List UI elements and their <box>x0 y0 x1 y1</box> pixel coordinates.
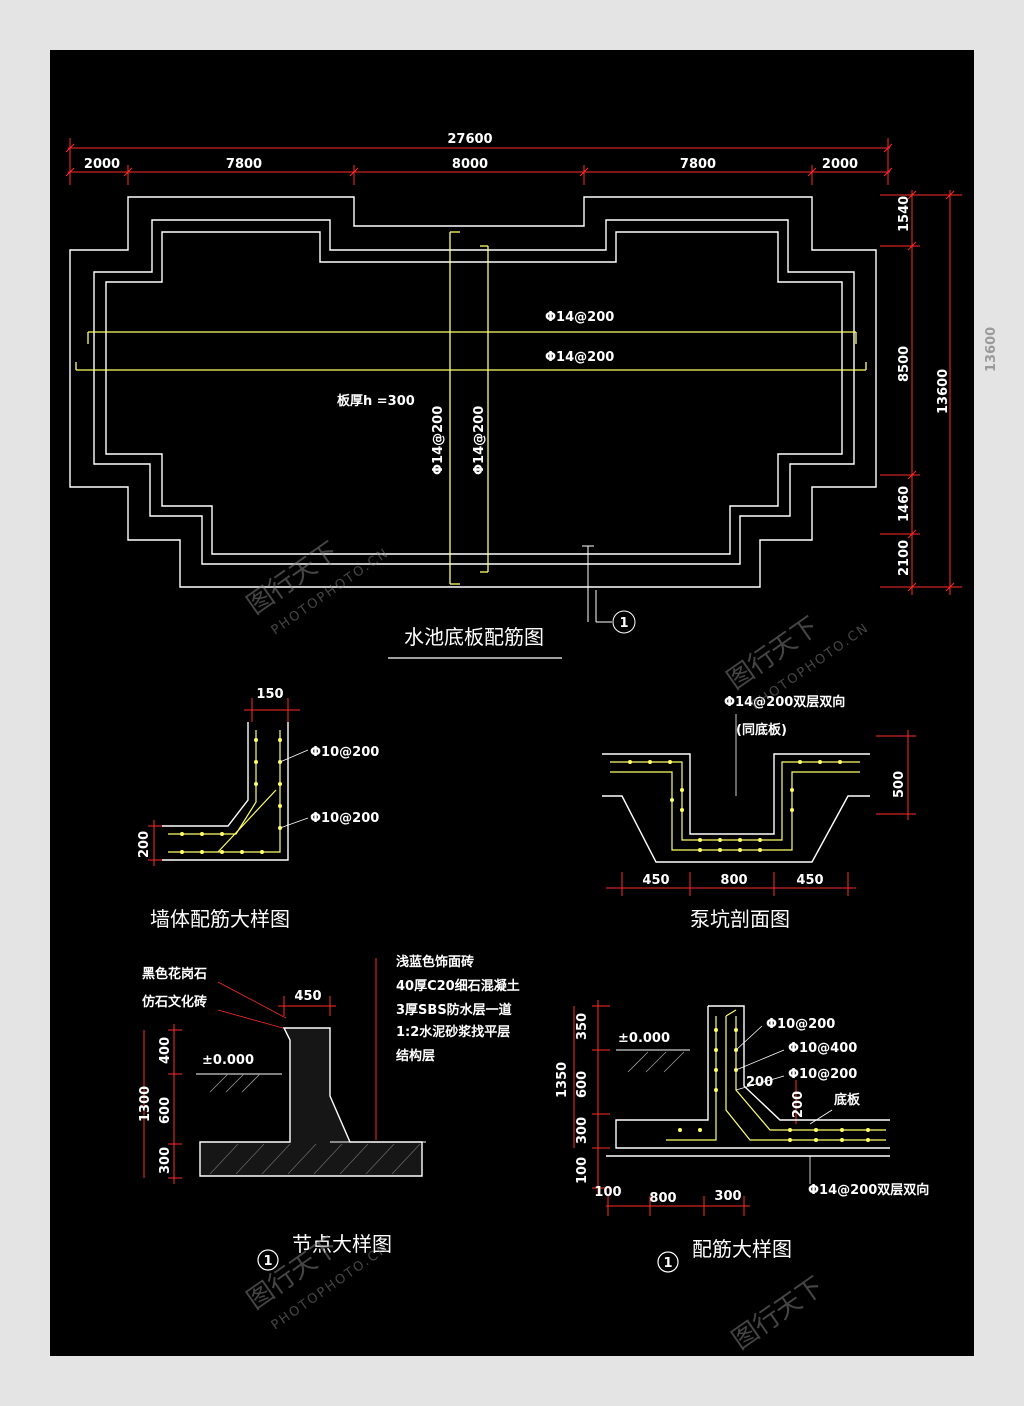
node-detail-title: 节点大样图 <box>292 1232 392 1256</box>
wall-outline <box>162 722 289 861</box>
pump-pit-section: Φ14@200双层双向 (同底板) 500 <box>602 694 916 931</box>
slab-thickness-note: 板厚h =300 <box>337 393 415 409</box>
cad-drawing: 27600 2000 7800 8000 7800 2000 Φ14@200 <box>65 132 962 1356</box>
pump-dims <box>606 730 916 896</box>
wall-rebar-label-2: Φ10@200 <box>310 811 379 826</box>
rebar-left-dim-2: 600 <box>575 1071 590 1098</box>
right-dim-4: 2100 <box>897 540 912 576</box>
rebar-label-1: Φ10@200 <box>766 1017 835 1032</box>
node-soil-hatch <box>209 1073 261 1093</box>
node-dims <box>143 996 336 1184</box>
rebar-dim-200b: 200 <box>791 1091 806 1118</box>
node-label-granite: 黑色花岗石 <box>142 966 207 982</box>
wall-rebar-lines <box>168 730 281 853</box>
node-mark-circle <box>257 1249 279 1271</box>
segment-dim-4: 7800 <box>680 157 716 172</box>
rebar-bottom-dim-2: 800 <box>649 1191 676 1206</box>
rebar-soil-hatch <box>627 1051 685 1073</box>
wall-rebar-dots <box>180 738 282 854</box>
node-layer-5: 结构层 <box>396 1048 435 1064</box>
drawing-sheet: 27600 2000 7800 8000 7800 2000 Φ14@200 <box>50 50 974 1356</box>
rebar-left-dim-4: 100 <box>575 1157 590 1184</box>
node-top-dim: 450 <box>294 989 321 1004</box>
node-layer-2: 40厚C20细石混凝土 <box>396 978 520 994</box>
rebar-label-v2: Φ14@200 <box>472 406 487 475</box>
segment-dim-3: 8000 <box>452 157 488 172</box>
pump-right-dim: 500 <box>892 771 907 798</box>
rebar-bottom-dim-3: 300 <box>714 1189 741 1204</box>
wall-detail-dims <box>148 698 300 866</box>
overall-width-dim: 27600 <box>447 132 492 147</box>
node-layer-4: 1:2水泥砂浆找平层 <box>396 1024 510 1040</box>
wall-leaders <box>279 749 309 829</box>
rebar-label-3: Φ10@200 <box>788 1067 857 1082</box>
wall-top-dim: 150 <box>256 687 283 702</box>
outside-height-text: 13600 <box>984 326 999 372</box>
segment-dim-2: 7800 <box>226 157 262 172</box>
pump-pit-outline <box>602 753 870 863</box>
outside-height-label: 13600 <box>984 327 999 372</box>
pump-rebar-dots <box>628 760 842 852</box>
rebar-mark-circle <box>657 1251 679 1273</box>
rebar-elevation: ±0.000 <box>618 1031 670 1046</box>
wall-left-dim: 200 <box>137 831 152 858</box>
rebar-detail-title: 配筋大样图 <box>692 1237 792 1261</box>
pump-bottom-dim-2: 800 <box>720 873 747 888</box>
node-section-hatch <box>209 1143 421 1175</box>
top-dimension-lines <box>65 138 893 185</box>
pump-rebar-lines <box>610 761 860 851</box>
overall-height-dim: 13600 <box>936 369 951 414</box>
segment-dim-5: 2000 <box>822 157 858 172</box>
node-left-dim-2: 600 <box>158 1097 173 1124</box>
wall-rebar-detail: 150 200 Φ10@200 Φ10@200 墙体配筋大样图 <box>137 687 379 931</box>
node-left-dim-1: 400 <box>158 1037 173 1064</box>
wall-rebar-label-1: Φ10@200 <box>310 745 379 760</box>
rebar-slab-label: 底板 <box>834 1092 861 1108</box>
rebar-detail-dots <box>678 1028 870 1142</box>
slab-rebar <box>75 231 867 585</box>
node-mark: 1 <box>263 1254 272 1269</box>
node-total-dim: 1300 <box>138 1086 153 1122</box>
node-layer-3: 3厚SBS防水层一道 <box>396 1002 512 1018</box>
section-mark-number: 1 <box>619 616 628 631</box>
node-concrete-section <box>199 1027 423 1177</box>
pump-bottom-dim-1: 450 <box>642 873 669 888</box>
node-layer-1: 浅蓝色饰面砖 <box>396 954 474 970</box>
rebar-label-h2: Φ14@200 <box>545 350 614 365</box>
pool-outlines <box>69 196 877 588</box>
plan-title: 水池底板配筋图 <box>404 625 544 649</box>
pump-rebar-note-2: (同底板) <box>736 722 787 738</box>
rebar-bottom-dim-1: 100 <box>594 1185 621 1200</box>
watermark-4: 图行天下 <box>727 1271 829 1355</box>
rebar-left-dim-1: 350 <box>575 1013 590 1040</box>
rebar-dim-200a: 200 <box>746 1075 773 1090</box>
section-cut-mark <box>582 545 636 634</box>
right-dimension-lines <box>880 190 962 595</box>
node-elevation: ±0.000 <box>202 1053 254 1068</box>
node-layers: 浅蓝色饰面砖 40厚C20细石混凝土 3厚SBS防水层一道 1:2水泥砂浆找平层… <box>375 954 520 1140</box>
rebar-total-dim: 1350 <box>555 1062 570 1098</box>
rebar-label-2: Φ10@400 <box>788 1041 857 1056</box>
right-dim-1: 1540 <box>897 196 912 232</box>
rebar-left-dim-3: 300 <box>575 1117 590 1144</box>
rebar-label-h1: Φ14@200 <box>545 310 614 325</box>
rebar-detail: 350 600 300 100 1350 100 800 300 ±0.000 <box>555 1000 929 1273</box>
rebar-bottom-note: Φ14@200双层双向 <box>808 1182 929 1198</box>
pump-rebar-note: Φ14@200双层双向 <box>724 694 845 710</box>
rebar-detail-dims <box>573 1000 797 1216</box>
rebar-label-v1: Φ14@200 <box>431 406 446 475</box>
rebar-detail-leaders <box>735 1025 833 1184</box>
segment-dim-1: 2000 <box>84 157 120 172</box>
node-label-leaders <box>217 981 291 1031</box>
pump-pit-title: 泵坑剖面图 <box>690 907 790 931</box>
pump-bottom-dim-3: 450 <box>796 873 823 888</box>
node-label-culture-brick: 仿石文化砖 <box>142 994 207 1010</box>
right-dim-3: 1460 <box>897 486 912 522</box>
pool-slab-plan: 27600 2000 7800 8000 7800 2000 Φ14@200 <box>65 132 962 659</box>
node-left-dim-3: 300 <box>158 1147 173 1174</box>
right-dim-2: 8500 <box>897 346 912 382</box>
wall-detail-title: 墙体配筋大样图 <box>150 907 290 931</box>
node-detail: 黑色花岗石 仿石文化砖 浅蓝色饰面砖 40厚C20细石混凝土 3厚SBS防水层一… <box>138 954 520 1271</box>
rebar-mark: 1 <box>663 1256 672 1271</box>
